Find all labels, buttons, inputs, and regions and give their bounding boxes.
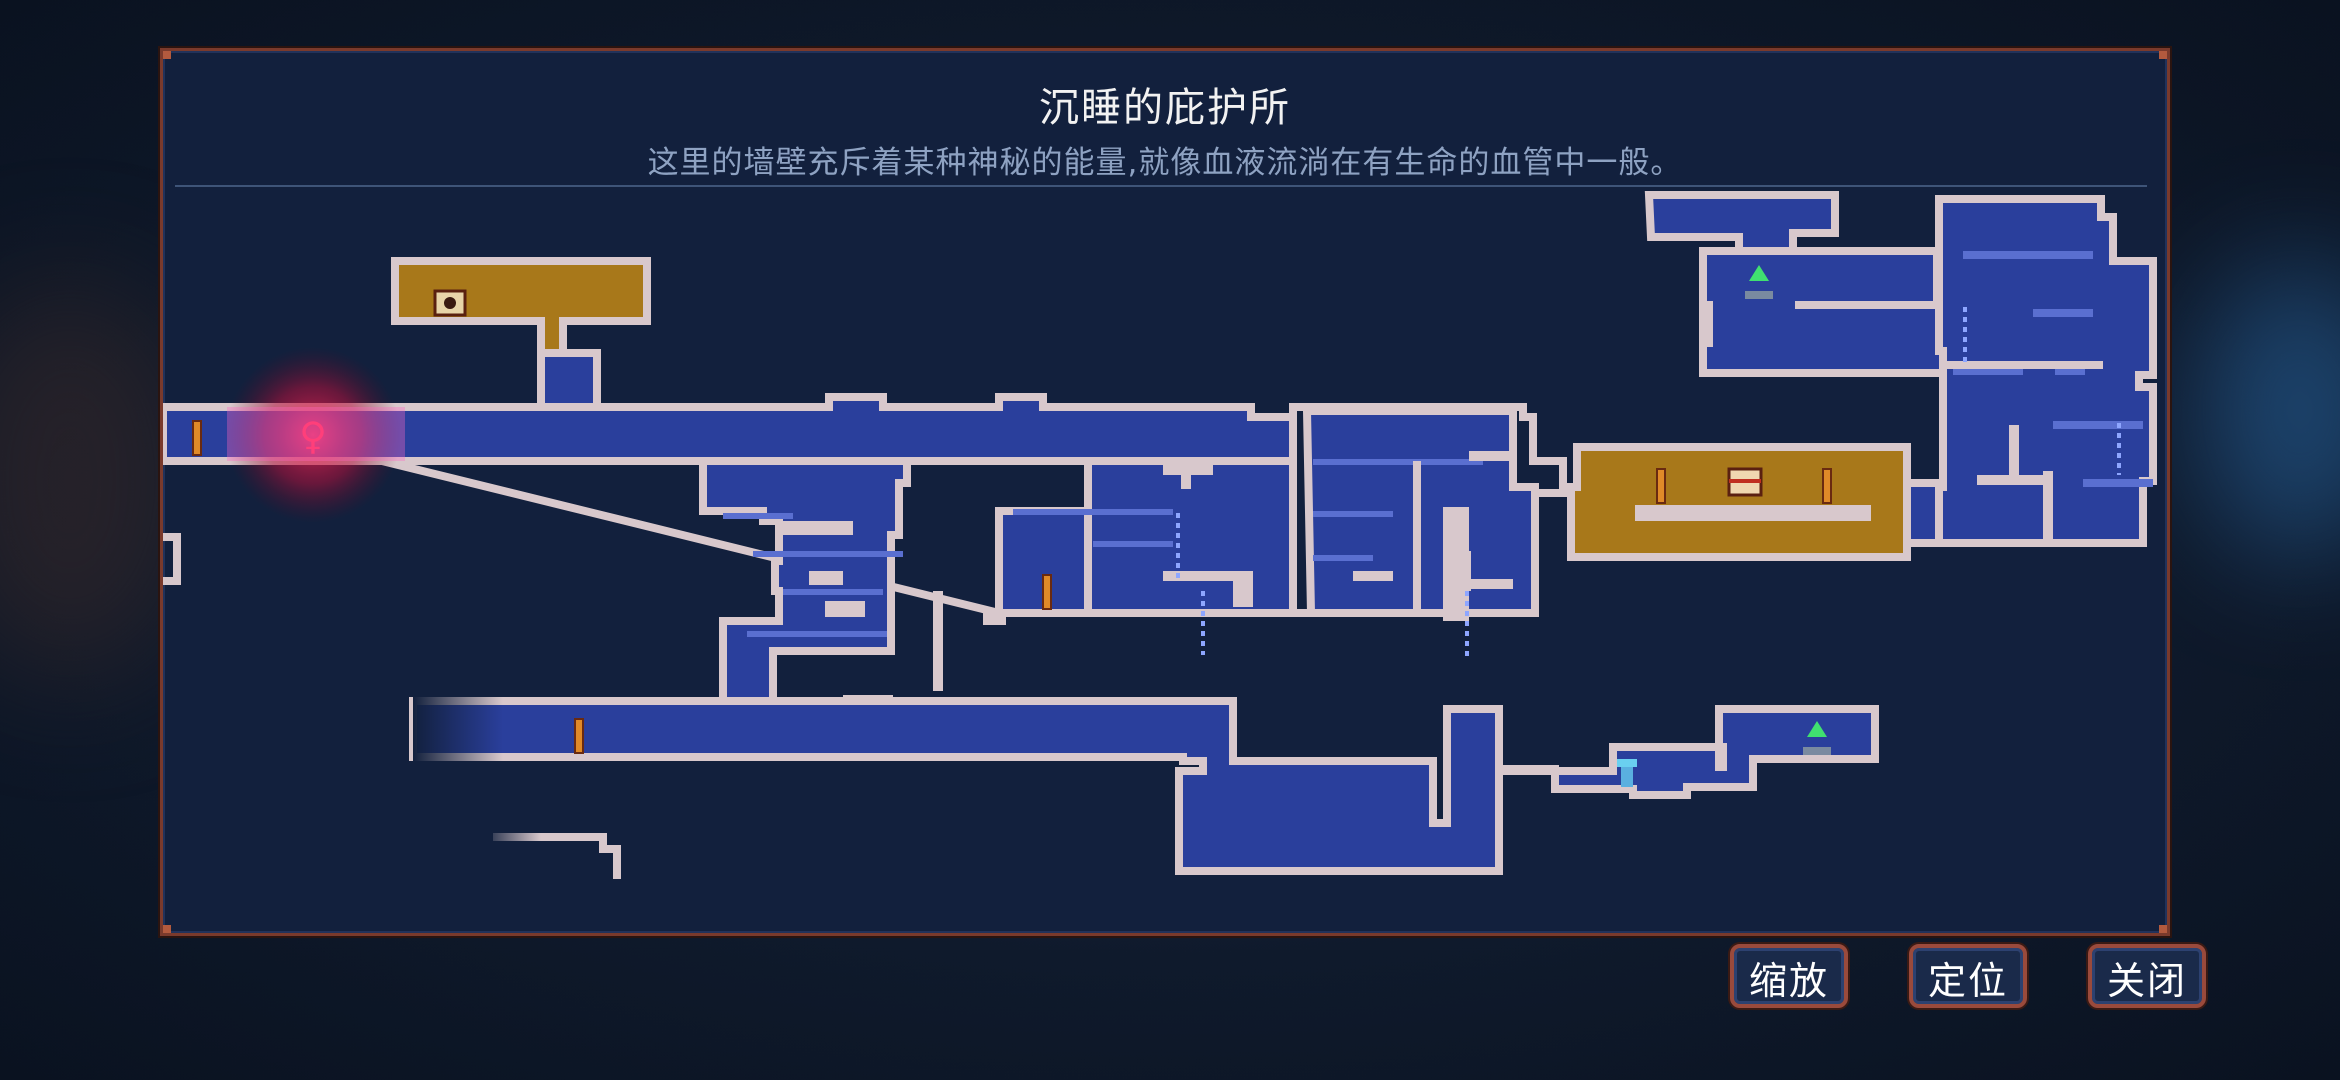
frame-corner — [163, 51, 171, 59]
treasure-chest-icon[interactable] — [1727, 467, 1763, 497]
locate-button[interactable]: 定位 — [1909, 944, 2027, 1008]
npc-statue-icon[interactable] — [1617, 759, 1637, 787]
zoom-button[interactable]: 缩放 — [1730, 944, 1848, 1008]
map-room — [163, 533, 181, 585]
inner-walls — [783, 301, 2103, 705]
ladders — [1176, 307, 2121, 657]
special-room — [391, 257, 651, 361]
map-room — [409, 697, 1879, 875]
header-divider — [175, 185, 2147, 187]
background-glow-right — [2200, 260, 2340, 560]
map-room — [699, 457, 911, 705]
special-room — [1567, 443, 1947, 561]
teleporter-icon[interactable] — [1803, 721, 1831, 755]
fog-overlay — [413, 691, 503, 767]
area-title: 沉睡的庇护所 — [1039, 85, 1291, 131]
area-description: 这里的墙壁充斥着某种神秘的能量,就像血液流淌在有生命的血管中一般。 — [647, 145, 1683, 181]
platforms — [723, 251, 2153, 637]
door-icon — [192, 420, 1832, 754]
map-room — [537, 349, 601, 413]
map-room — [1644, 191, 1839, 255]
map-room — [493, 833, 621, 879]
player-marker-icon: ♀ — [299, 414, 327, 458]
close-button[interactable]: 关闭 — [2088, 944, 2206, 1008]
teleporter-icon[interactable] — [1745, 265, 1773, 299]
map-window: 沉睡的庇护所 这里的墙壁充斥着某种神秘的能量,就像血液流淌在有生命的血管中一般。 — [160, 48, 2170, 936]
map-room — [1903, 479, 1943, 547]
fog-overlay — [481, 831, 541, 887]
frame-corner — [2159, 925, 2167, 933]
map-room — [1699, 247, 1953, 377]
frame-corner — [2159, 51, 2167, 59]
player-marker: ♀ — [225, 347, 405, 523]
frame-corner — [163, 925, 171, 933]
skull-chest-icon[interactable] — [433, 289, 467, 317]
dungeon-map[interactable]: ♀ — [163, 51, 2167, 933]
